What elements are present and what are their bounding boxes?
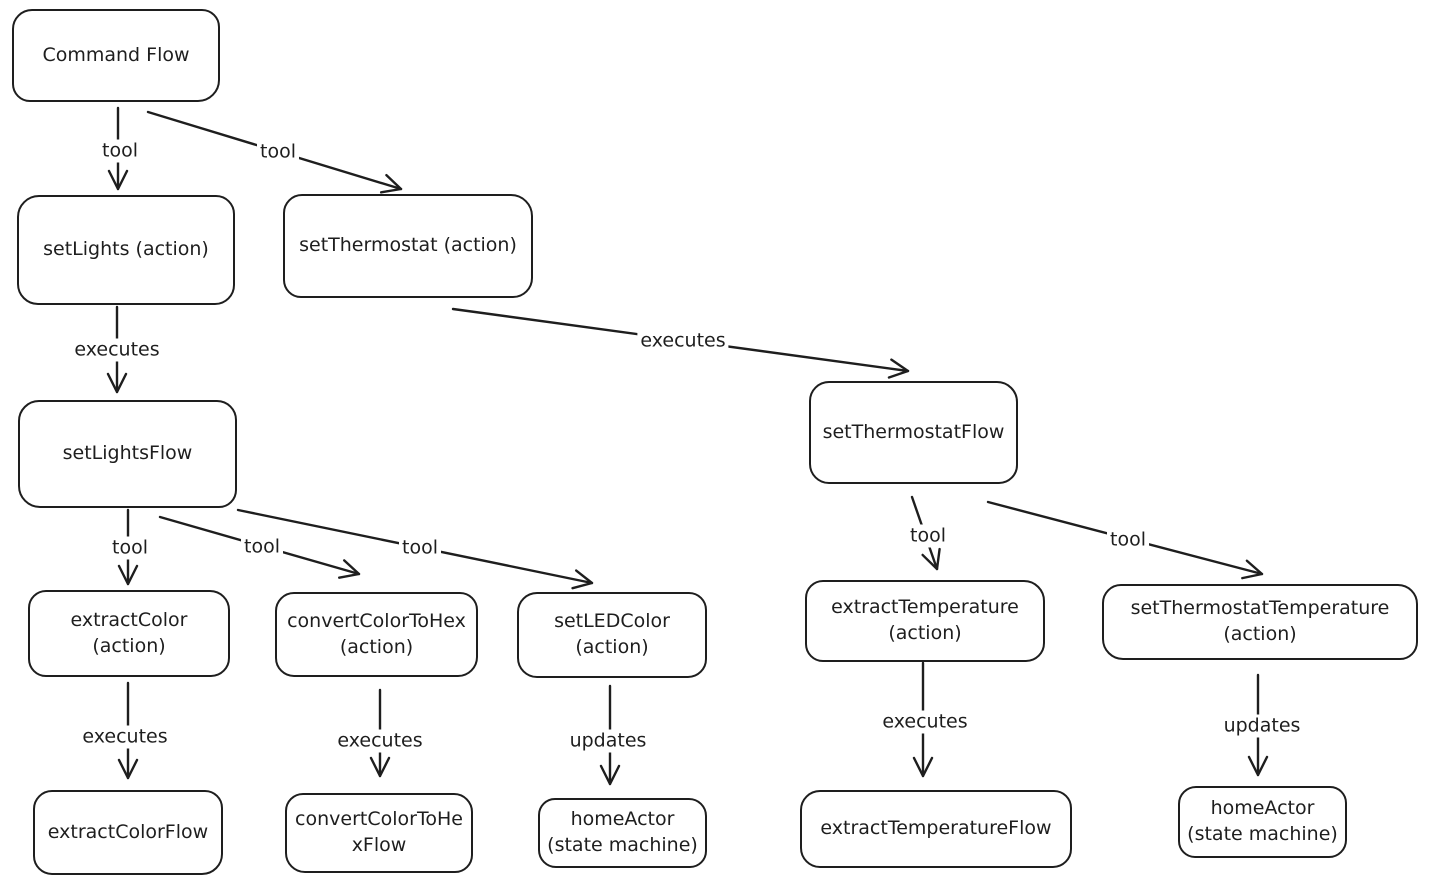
node-label: convertColorToHex	[287, 609, 466, 632]
node-set-lights-flow: setLightsFlow	[18, 400, 237, 508]
edge-label-executes: executes	[71, 338, 163, 362]
node-label: extractColorFlow	[47, 820, 209, 843]
node-label: (action)	[888, 622, 962, 644]
node-home-actor-left: homeActor (state machine)	[538, 798, 707, 868]
edge-label-tool: tool	[241, 535, 283, 559]
edge-label-tool: tool	[109, 536, 151, 560]
node-set-thermostat-temperature: setThermostatTemperature (action)	[1102, 584, 1418, 660]
node-label: setThermostat (action)	[299, 234, 517, 257]
node-label: homeActor	[570, 808, 675, 831]
edge-label-tool: tool	[399, 536, 441, 560]
edge-label-executes: executes	[637, 329, 729, 353]
node-label: extractTemperatureFlow	[820, 817, 1052, 840]
node-label: extractColor	[70, 608, 188, 631]
node-extract-temperature: extractTemperature (action)	[805, 580, 1045, 662]
node-label: (state machine)	[547, 834, 698, 856]
edge-label-updates: updates	[566, 729, 650, 753]
node-label: homeActor	[1210, 797, 1315, 820]
edge-label-executes: executes	[79, 725, 171, 749]
node-label: setLEDColor	[554, 610, 670, 633]
node-label: (action)	[92, 634, 166, 657]
edge-label-executes: executes	[879, 710, 971, 734]
node-label: (action)	[1223, 623, 1297, 645]
node-label: setLightsFlow	[62, 442, 193, 465]
edge-label-executes: executes	[334, 729, 426, 753]
edge-label-updates: updates	[1220, 714, 1304, 738]
node-label: (state machine)	[1187, 823, 1338, 845]
edge-label-tool: tool	[907, 524, 949, 548]
node-label: extractTemperature	[831, 596, 1019, 619]
node-extract-color: extractColor (action)	[28, 590, 230, 677]
node-extract-color-flow: extractColorFlow	[33, 790, 223, 875]
edge-label-tool: tool	[257, 140, 299, 164]
node-label: setThermostatTemperature	[1130, 597, 1390, 620]
node-set-thermostat-flow: setThermostatFlow	[809, 381, 1018, 484]
node-label: setThermostatFlow	[822, 420, 1005, 443]
node-label: convertColorToHe	[295, 808, 463, 831]
node-extract-temperature-flow: extractTemperatureFlow	[800, 790, 1072, 868]
edge-label-tool: tool	[99, 139, 141, 163]
node-label: xFlow	[351, 834, 407, 856]
node-convert-color-to-hex-flow: convertColorToHe xFlow	[285, 793, 473, 873]
node-set-lights: setLights (action)	[17, 195, 235, 305]
node-convert-color-to-hex: convertColorToHex (action)	[275, 592, 478, 677]
node-label: setLights (action)	[43, 238, 209, 261]
node-command-flow: Command Flow	[12, 9, 220, 102]
node-label: (action)	[575, 636, 649, 658]
node-label: Command Flow	[42, 43, 190, 66]
node-set-thermostat: setThermostat (action)	[283, 194, 533, 298]
node-home-actor-right: homeActor (state machine)	[1178, 786, 1347, 858]
edge-label-tool: tool	[1107, 528, 1149, 552]
node-label: (action)	[339, 635, 414, 658]
node-set-led-color: setLEDColor (action)	[517, 592, 707, 678]
